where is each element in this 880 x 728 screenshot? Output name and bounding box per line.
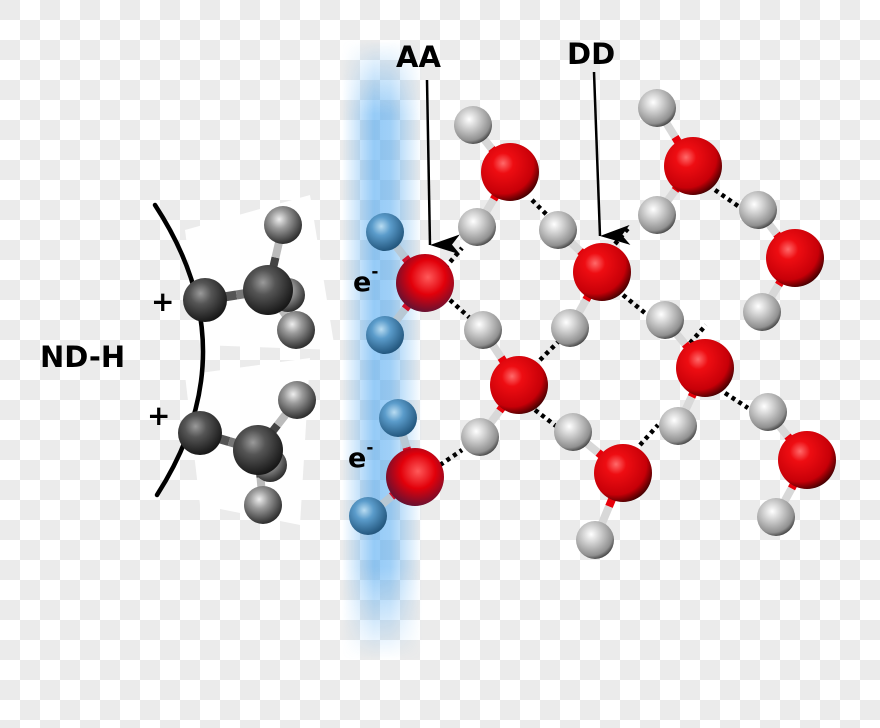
hydrogen-atom bbox=[749, 393, 787, 431]
hydrogen-bond bbox=[533, 408, 558, 428]
hydrogen-atom bbox=[458, 208, 496, 246]
water-molecule bbox=[539, 211, 631, 347]
carbon-atom bbox=[178, 411, 222, 455]
oxygen-atom bbox=[664, 137, 722, 195]
water-molecule bbox=[638, 89, 722, 234]
aa-label: AA bbox=[396, 40, 441, 74]
dd-label: DD bbox=[567, 37, 616, 71]
water-molecule bbox=[749, 393, 836, 536]
electron-label-1: e- bbox=[353, 262, 379, 298]
hydrogen-atom bbox=[638, 196, 676, 234]
annotation-arrows bbox=[425, 71, 631, 255]
hydrogen-atom bbox=[461, 418, 499, 456]
hydrogen-atom bbox=[464, 311, 502, 349]
carbon-atom bbox=[243, 265, 293, 315]
hydrogen-atom bbox=[244, 486, 282, 524]
nd-h-label: ND-H bbox=[40, 340, 126, 374]
blue-hydrogen-atom bbox=[366, 213, 404, 251]
oxygen-atom bbox=[386, 448, 444, 506]
hydrogen-atom bbox=[278, 381, 316, 419]
hydrogen-atom bbox=[264, 206, 302, 244]
plus-charge-label-2: + bbox=[147, 399, 171, 432]
oxygen-atom bbox=[481, 143, 539, 201]
blue-hydrogen-atom bbox=[349, 497, 387, 535]
methyl-groups bbox=[178, 206, 316, 524]
hydrogen-atom bbox=[554, 413, 592, 451]
hydrogen-atom bbox=[646, 301, 684, 339]
oxygen-atom bbox=[594, 444, 652, 502]
water-network bbox=[454, 89, 836, 559]
hydrogen-bond bbox=[438, 448, 464, 467]
oxygen-atom bbox=[766, 229, 824, 287]
solvated-waters bbox=[349, 213, 454, 535]
dd-arrow bbox=[592, 71, 631, 245]
water-molecule bbox=[739, 191, 824, 331]
hydrogen-atom bbox=[576, 521, 614, 559]
hydrogen-atom bbox=[757, 498, 795, 536]
electron-label-2: e- bbox=[348, 438, 374, 474]
carbon-atom bbox=[183, 278, 227, 322]
hydrogen-atom bbox=[659, 407, 697, 445]
hydrogen-bond bbox=[538, 338, 562, 362]
oxygen-atom bbox=[778, 431, 836, 489]
hydrogen-atom bbox=[743, 293, 781, 331]
hydrogen-atom bbox=[539, 211, 577, 249]
oxygen-atom bbox=[396, 254, 454, 312]
water-molecule bbox=[461, 311, 548, 456]
hydrogen-atom bbox=[277, 311, 315, 349]
hydrogen-atom bbox=[739, 191, 777, 229]
oxygen-atom bbox=[676, 339, 734, 397]
hydrogen-bond bbox=[621, 293, 647, 315]
hydrogen-bond bbox=[613, 224, 632, 246]
water-molecule bbox=[646, 301, 734, 445]
solvated-water-molecule bbox=[349, 399, 444, 535]
hydrogen-atom bbox=[454, 106, 492, 144]
hydrogen-bond bbox=[448, 298, 474, 322]
oxygen-atom bbox=[573, 243, 631, 301]
nanodiamond-surface-arc bbox=[152, 202, 206, 498]
oxygen-atom bbox=[490, 356, 548, 414]
hydrogen-bond bbox=[713, 188, 740, 208]
aa-arrow bbox=[425, 79, 461, 255]
hydrogen-bond bbox=[723, 391, 750, 410]
hydrogen-atom bbox=[551, 309, 589, 347]
carbon-atom bbox=[233, 425, 283, 475]
hydrogen-atom bbox=[638, 89, 676, 127]
water-molecule bbox=[554, 413, 652, 559]
methyl-group bbox=[178, 381, 316, 524]
plus-charge-label-1: + bbox=[151, 285, 175, 318]
methyl-group bbox=[183, 206, 315, 349]
blue-hydrogen-atom bbox=[366, 316, 404, 354]
solvated-water-molecule bbox=[366, 213, 454, 354]
blue-hydrogen-atom bbox=[379, 399, 417, 437]
hydrogen-bond bbox=[638, 423, 660, 447]
water-molecule bbox=[454, 106, 539, 246]
